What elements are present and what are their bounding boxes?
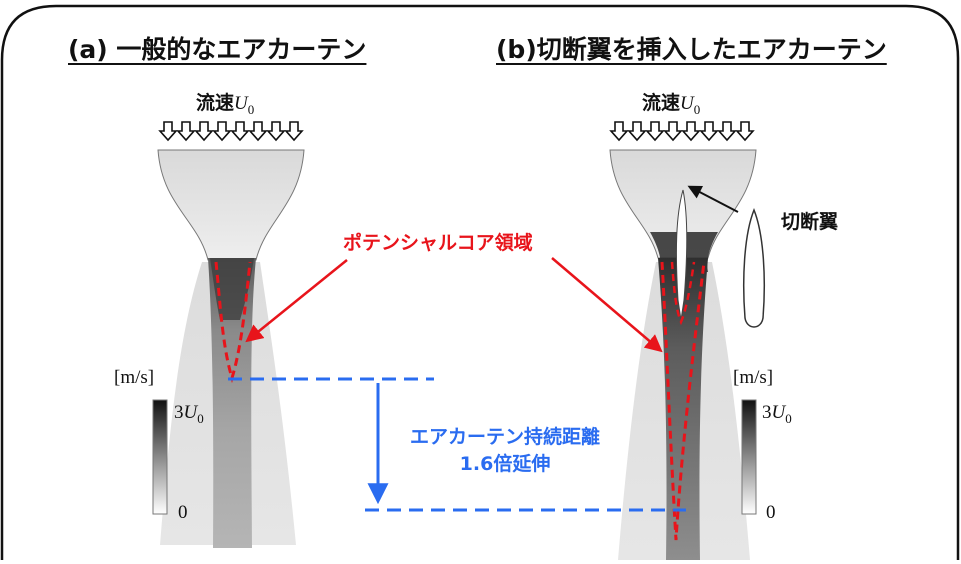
cut-wing-shape [742,207,766,328]
extension-label: エアカーテン持続距離 1.6倍延伸 [394,424,616,478]
colorbar-b-max: 3U0 [762,402,792,426]
potential-core-outline-b-inner [670,261,696,326]
colorbar-b [741,399,757,515]
colorbar-a-max: 3U0 [174,402,204,426]
panel-a-title: (a) 一般的なエアカーテン [68,35,367,64]
colorbar-b-min: 0 [766,502,776,523]
panel-a-simulation [157,121,305,548]
flow-label-a: 流速U0 [196,92,255,117]
potential-core-outline-b [660,261,706,541]
panel-b-simulation [609,121,766,560]
flow-label-b: 流速U0 [642,92,701,117]
inflow-arrows-a [158,121,304,142]
core-arrow-a [245,259,348,343]
extension-label-line2: 1.6倍延伸 [459,453,551,475]
colorbar-a [152,399,168,515]
potential-core-label: ポテンシャルコア領域 [343,232,533,254]
extension-label-line1: エアカーテン持続距離 [409,426,600,448]
inflow-arrows-b [609,121,755,142]
nozzle-a [157,149,305,261]
colorbar-a-min: 0 [178,502,188,523]
core-arrow-b [551,257,663,353]
colorbar-a-unit: [m/s] [114,367,155,388]
figure-frame [0,4,960,560]
jet-a [208,258,256,548]
cut-wing-arrow [687,185,739,213]
panel-b-title: (b)切断翼を挿入したエアカーテン [496,35,887,64]
colorbar-b-unit: [m/s] [733,367,774,388]
cut-wing-label: 切断翼 [781,211,839,233]
